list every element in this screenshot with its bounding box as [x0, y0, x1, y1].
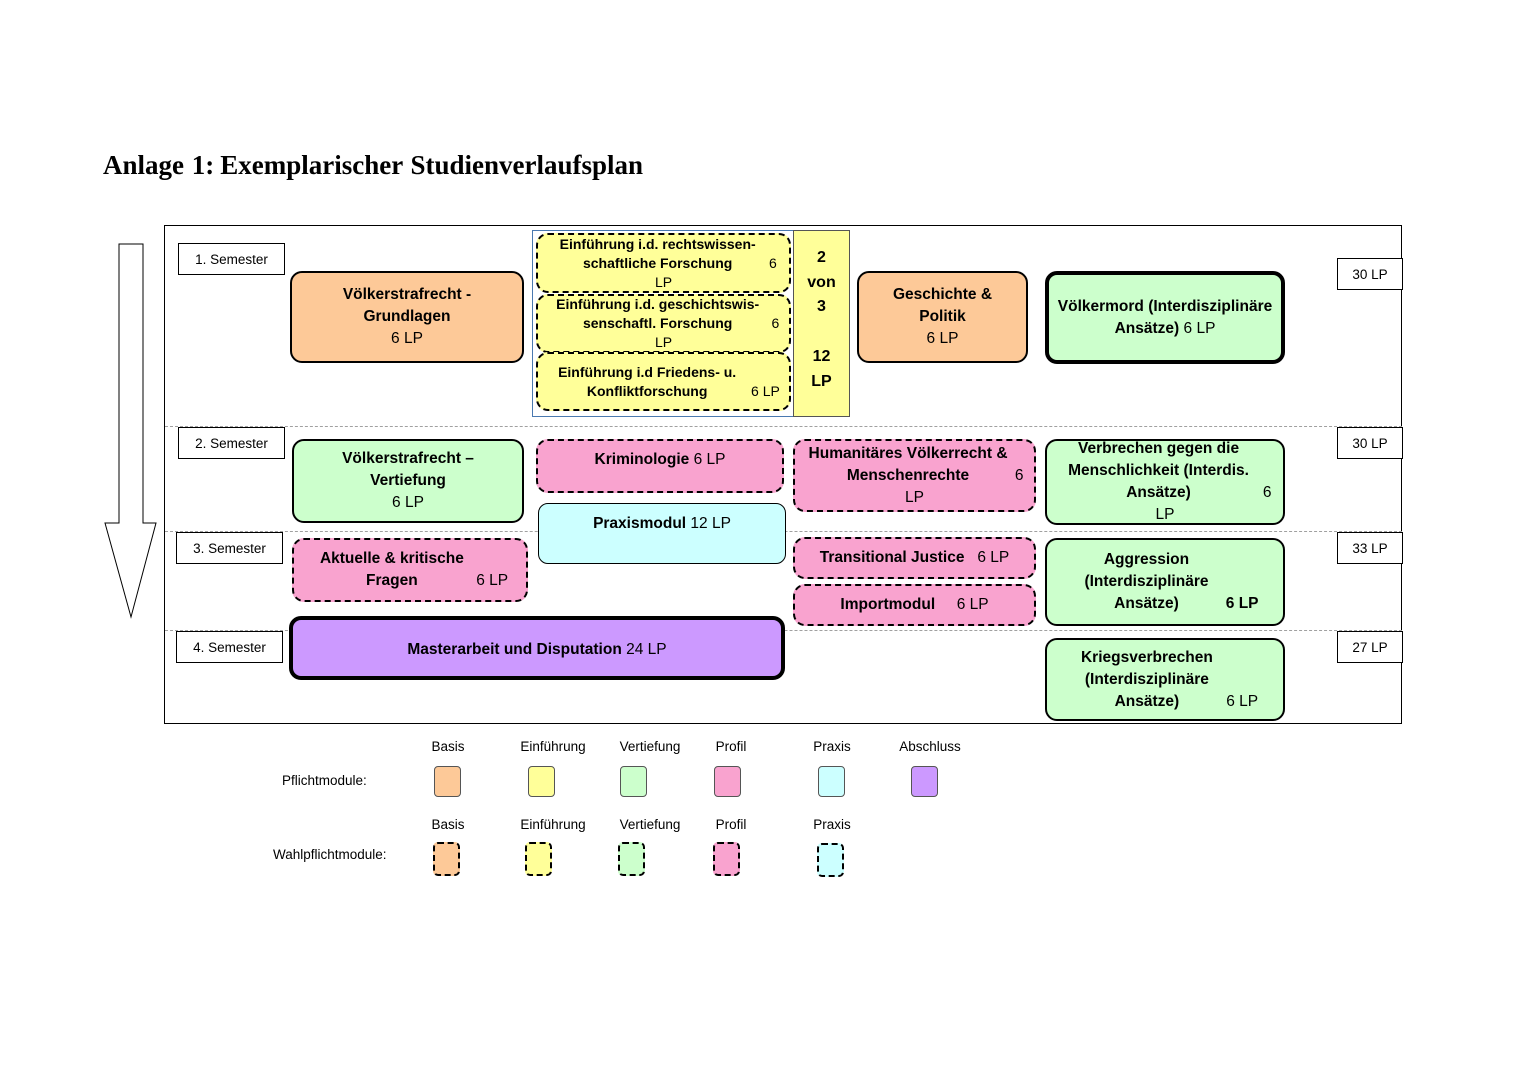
- semester-separator: [165, 426, 1402, 427]
- module-name: Aktuelle & kritische Fragen: [319, 550, 464, 589]
- module-name: Kriegsverbrechen (Interdisziplinäre Ansä…: [1080, 648, 1213, 710]
- legend-header-vertiefung: Vertiefung: [619, 739, 681, 754]
- module-aggression: Aggression (Interdisziplinäre Ansätze) 6…: [1045, 538, 1285, 626]
- choice-lp: 12: [812, 348, 831, 365]
- module-lp: 6 LP: [476, 572, 509, 589]
- swatch-pflicht-einfuehrung: [528, 766, 555, 797]
- module-lp: 6 LP: [392, 494, 424, 511]
- choice-count: 2: [817, 249, 826, 266]
- swatch-pflicht-vertiefung: [620, 766, 647, 797]
- module-lp: 6 LP: [751, 382, 780, 399]
- swatch-wahlpflicht-profil: [713, 842, 740, 876]
- module-name: Masterarbeit und Disputation: [407, 641, 622, 658]
- module-name: Einführung i.d. geschichtswis-senschaftl…: [556, 296, 760, 331]
- time-arrow-icon: [104, 243, 157, 619]
- legend-header-profil: Profil: [715, 739, 747, 754]
- module-name: Praxismodul: [593, 515, 687, 532]
- legend-header-basis: Basis: [431, 817, 465, 832]
- swatch-pflicht-basis: [434, 766, 461, 797]
- elective-choice-note: 2 von 3 12 LP: [793, 230, 850, 417]
- legend-pflicht-label: Pflichtmodule:: [282, 773, 367, 788]
- title-prefix: Anlage 1:: [103, 150, 215, 180]
- module-einf-friedens: Einführung i.d Friedens- u. Konfliktfors…: [536, 352, 791, 411]
- module-aktuelle-fragen: Aktuelle & kritische Fragen 6 LP: [292, 538, 528, 602]
- module-name: Völkerstrafrecht – Vertiefung: [342, 450, 474, 489]
- module-name: Kriminologie: [594, 451, 690, 468]
- legend-wahlpflicht-label: Wahlpflichtmodule:: [273, 847, 387, 862]
- semester-lp-2: 30 LP: [1337, 427, 1403, 459]
- module-lp: 6 LP: [1155, 484, 1272, 523]
- module-name: Einführung i.d. rechtswissen-schaftliche…: [559, 235, 756, 271]
- module-lp: 12 LP: [690, 515, 731, 532]
- semester-label-3: 3. Semester: [176, 532, 283, 564]
- module-einf-geschichtswiss: Einführung i.d. geschichtswis-senschaftl…: [536, 294, 791, 353]
- title-text: Exemplarischer Studienverlaufsplan: [220, 150, 644, 180]
- choice-von: von: [807, 274, 836, 291]
- swatch-pflicht-praxis: [818, 766, 845, 797]
- swatch-wahlpflicht-einfuehrung: [525, 842, 552, 876]
- semester-lp-4: 27 LP: [1337, 631, 1403, 663]
- choice-lp-unit: LP: [811, 373, 832, 390]
- semester-label-2: 2. Semester: [178, 427, 285, 459]
- module-lp: 6 LP: [1225, 595, 1259, 612]
- legend-header-praxis: Praxis: [813, 739, 851, 754]
- module-name: Humanitäres Völkerrecht & Menschenrechte: [808, 444, 1008, 484]
- module-name: Aggression (Interdisziplinäre Ansätze): [1084, 551, 1209, 612]
- module-importmodul: Importmodul 6 LP: [793, 584, 1036, 626]
- swatch-pflicht-profil: [714, 766, 741, 797]
- module-geschichte-politik: Geschichte & Politik 6 LP: [857, 271, 1028, 363]
- module-lp: 6 LP: [1183, 319, 1216, 337]
- module-lp: 6 LP: [926, 330, 959, 347]
- legend-header-abschluss: Abschluss: [899, 739, 961, 754]
- module-kriminologie: Kriminologie 6 LP: [536, 439, 784, 493]
- module-name: Verbrechen gegen die Menschlichkeit (Int…: [1068, 440, 1249, 501]
- legend-header-profil: Profil: [715, 817, 747, 832]
- module-humanitaeres: Humanitäres Völkerrecht & Menschenrechte…: [793, 439, 1036, 512]
- swatch-pflicht-abschluss: [911, 766, 938, 797]
- module-kriegsverbrechen: Kriegsverbrechen (Interdisziplinäre Ansä…: [1045, 638, 1285, 721]
- module-lp: 6 LP: [654, 254, 777, 290]
- module-transitional-justice: Transitional Justice 6 LP: [793, 537, 1036, 579]
- module-lp: 6 LP: [391, 330, 423, 347]
- module-verbrechen-menschlichkeit: Verbrechen gegen die Menschlichkeit (Int…: [1045, 439, 1285, 525]
- semester-label-4: 4. Semester: [176, 631, 283, 663]
- plan-frame: [164, 225, 1402, 724]
- semester-label-1: 1. Semester: [178, 243, 285, 275]
- module-praxismodul: Praxismodul 12 LP: [538, 503, 786, 564]
- module-lp: 6 LP: [654, 315, 780, 350]
- module-name: Völkermord (Interdisziplinäre Ansätze): [1057, 297, 1273, 337]
- module-voelkerstrafrecht-vertiefung: Völkerstrafrecht – Vertiefung 6 LP: [292, 439, 524, 523]
- semester-lp-3: 33 LP: [1337, 532, 1403, 564]
- module-lp: 6 LP: [693, 451, 726, 468]
- module-lp: 24 LP: [626, 641, 667, 658]
- page-title: Anlage 1:Exemplarischer Studienverlaufsp…: [103, 150, 643, 181]
- legend-header-basis: Basis: [431, 739, 465, 754]
- module-name: Transitional Justice: [819, 549, 965, 566]
- module-lp: 6 LP: [1226, 692, 1259, 710]
- module-lp: 6 LP: [956, 596, 989, 613]
- choice-of: 3: [817, 298, 826, 315]
- module-masterarbeit: Masterarbeit und Disputation 24 LP: [289, 616, 785, 680]
- module-name: Importmodul: [840, 596, 936, 613]
- module-name: Völkerstrafrecht - Grundlagen: [342, 286, 472, 325]
- legend-header-einfuehrung: Einführung: [520, 739, 586, 754]
- swatch-wahlpflicht-praxis: [817, 843, 844, 877]
- module-name: Geschichte & Politik: [892, 286, 993, 325]
- module-voelkerstrafrecht-grundlagen: Völkerstrafrecht - Grundlagen 6 LP: [290, 271, 524, 363]
- swatch-wahlpflicht-basis: [433, 842, 460, 876]
- module-lp: 6 LP: [977, 549, 1010, 566]
- legend-header-vertiefung: Vertiefung: [619, 817, 681, 832]
- legend-header-praxis: Praxis: [813, 817, 851, 832]
- module-voelkermord: Völkermord (Interdisziplinäre Ansätze) 6…: [1045, 271, 1285, 364]
- legend-header-einfuehrung: Einführung: [520, 817, 586, 832]
- module-lp: 6 LP: [905, 466, 1024, 506]
- swatch-wahlpflicht-vertiefung: [618, 842, 645, 876]
- module-einf-rechtswiss: Einführung i.d. rechtswissen-schaftliche…: [536, 233, 791, 293]
- module-name: Einführung i.d Friedens- u. Konfliktfors…: [558, 363, 737, 399]
- semester-lp-1: 30 LP: [1337, 258, 1403, 290]
